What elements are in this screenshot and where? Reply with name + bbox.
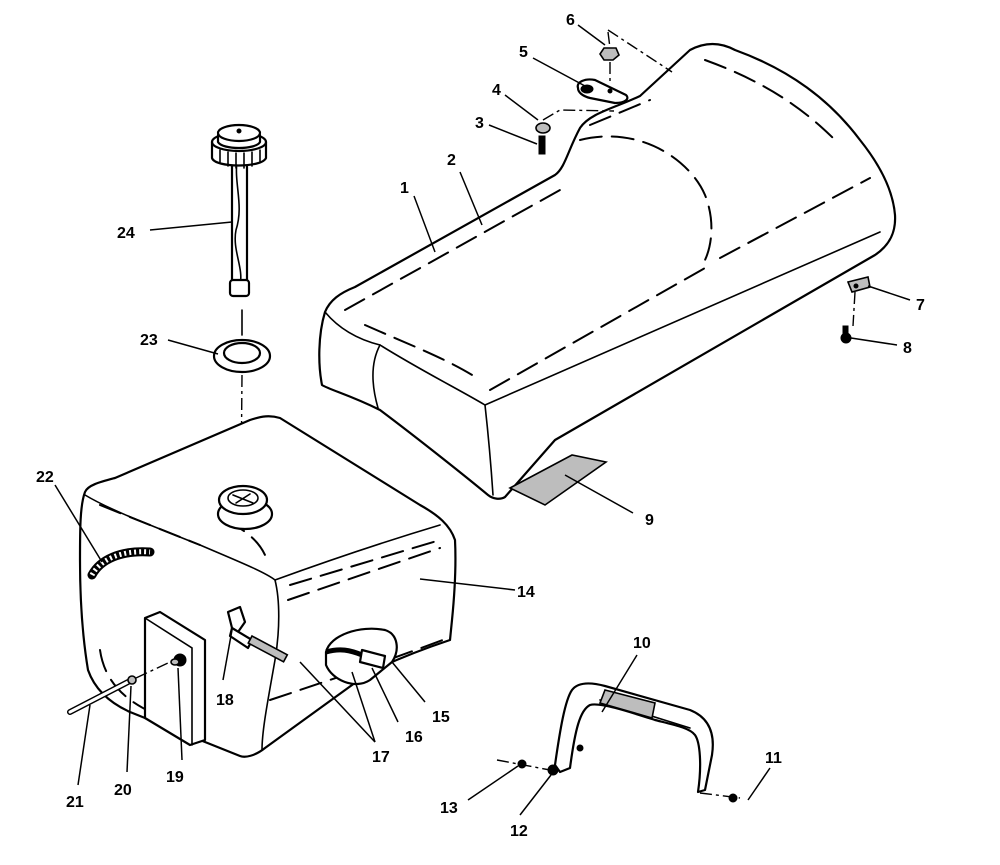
- washer-4: [535, 122, 551, 134]
- nut-6: [599, 47, 620, 61]
- callout-4: 4: [492, 82, 501, 99]
- seat: [318, 42, 897, 500]
- callout-7: 7: [916, 297, 925, 314]
- callout-24: 24: [117, 225, 135, 242]
- fitting-18: [226, 605, 247, 634]
- callout-10: 10: [633, 635, 651, 652]
- clamp-20: [127, 675, 137, 685]
- callout-16: 16: [405, 729, 423, 746]
- callout-1: 1: [400, 180, 409, 197]
- tank-accessories: [67, 547, 398, 747]
- callout-15: 15: [432, 709, 450, 726]
- tab-7: [846, 276, 871, 293]
- leader-lines: [54, 24, 911, 816]
- callout-13: 13: [440, 800, 458, 817]
- pad-9: [508, 454, 608, 506]
- callout-12: 12: [510, 823, 528, 840]
- callout-17: 17: [372, 749, 390, 766]
- bracket-5-grommet: [580, 84, 594, 94]
- callout-20: 20: [114, 782, 132, 799]
- callout-3: 3: [475, 115, 484, 132]
- hose-22: [87, 547, 155, 580]
- callout-8: 8: [903, 340, 912, 357]
- callout-14: 14: [517, 584, 535, 601]
- bracket-plate-19: [143, 610, 207, 747]
- callout-2: 2: [447, 152, 456, 169]
- screw-3: [538, 135, 546, 155]
- callout-22: 22: [36, 469, 54, 486]
- callouts: 1 2 3 4 5 6 7 8 9 10 11 12 13 14 15 16 1…: [36, 12, 925, 840]
- seat-hardware: [508, 29, 871, 506]
- callout-5: 5: [519, 44, 528, 61]
- callout-6: 6: [566, 12, 575, 29]
- callout-9: 9: [645, 512, 654, 529]
- callout-19: 19: [166, 769, 184, 786]
- fuel-tank-14: [78, 415, 457, 758]
- callout-23: 23: [140, 332, 158, 349]
- callout-21: 21: [66, 794, 84, 811]
- hose-16: [325, 647, 363, 658]
- washer-13: [517, 759, 527, 769]
- callout-11: 11: [765, 750, 782, 767]
- callout-18: 18: [216, 692, 234, 709]
- nut-11: [728, 793, 738, 803]
- filler-neck: [210, 123, 272, 488]
- bracket-10: [496, 682, 741, 803]
